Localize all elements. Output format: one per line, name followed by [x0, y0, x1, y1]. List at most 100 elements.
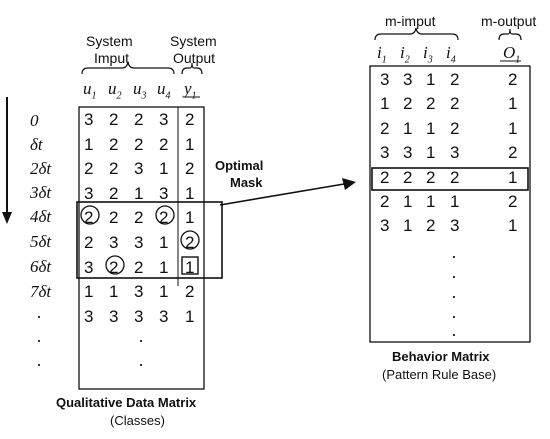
behavior-cell: 2 [450, 94, 460, 114]
matrix-cell: 3 [84, 110, 94, 129]
time-label: 4δt [30, 207, 52, 226]
behavior-cell: 1 [508, 216, 518, 236]
matrix-cell: 2 [109, 134, 119, 154]
col-label-o1: O1 [503, 43, 521, 66]
behavior-matrix-subtitle: (Pattern Rule Base) [382, 367, 497, 382]
time-label: 0 [30, 111, 39, 130]
continuation-dot [453, 334, 455, 336]
continuation-dot [140, 340, 142, 342]
continuation-dot [453, 316, 455, 318]
col-label-u4: u4 [157, 79, 171, 102]
mask-circle-y1-5dt [180, 230, 200, 250]
time-label: 5δt [30, 232, 52, 251]
m-input-header: m-imput [385, 13, 436, 29]
col-label-i3: i3 [423, 43, 433, 66]
behavior-cell: 3 [380, 70, 390, 89]
time-label: 3δt [30, 183, 52, 202]
behavior-cell: 1 [380, 94, 390, 114]
matrix-cell: 3 [159, 110, 169, 129]
behavior-cell: 3 [403, 143, 413, 163]
behavior-cell: 3 [380, 143, 390, 163]
continuation-dot [140, 364, 142, 366]
behavior-cell: 3 [450, 143, 460, 163]
time-label: 6δt [30, 257, 52, 276]
behavior-matrix-title: Behavior Matrix [392, 349, 490, 364]
behavior-cell: 1 [426, 192, 436, 211]
matrix-cell: 1 [185, 208, 195, 228]
matrix-cell: 2 [185, 282, 195, 302]
behavior-cell: 3 [380, 216, 390, 236]
mapping-arrow-line [219, 183, 345, 206]
behavior-cell: 2 [450, 70, 460, 89]
optimal-mask-label-line2: Mask [230, 175, 263, 190]
behavior-cell: 1 [426, 70, 436, 89]
matrix-cell: 3 [134, 159, 144, 179]
matrix-cell: 1 [159, 257, 169, 277]
matrix-cell: 1 [134, 183, 144, 203]
m-output-brace [498, 28, 522, 41]
behavior-cell: 2 [426, 216, 436, 236]
matrix-cell: 2 [185, 233, 195, 252]
behavior-cell: 2 [426, 94, 436, 114]
matrix-cell: 2 [84, 159, 94, 179]
continuation-dot [38, 340, 40, 342]
mask-circle-u1-4dt [80, 205, 100, 225]
time-label: 2δt [30, 159, 52, 178]
mask-circle-u2-6dt [105, 255, 125, 275]
matched-pattern-row [371, 167, 529, 191]
matrix-cell: 2 [134, 134, 144, 154]
matrix-cell: 1 [159, 233, 169, 252]
behavior-cell: 1 [450, 192, 460, 211]
matrix-cell: 1 [84, 134, 94, 154]
behavior-cell: 1 [403, 216, 413, 236]
system-input-header-line1: System [86, 33, 133, 49]
behavior-matrix-frame [369, 65, 531, 343]
behavior-cell: 2 [403, 94, 413, 114]
continuation-dot [38, 316, 40, 318]
behavior-cell: 2 [508, 192, 518, 211]
continuation-dot [453, 296, 455, 298]
behavior-cell: 3 [450, 216, 460, 236]
matrix-cell: 1 [185, 257, 195, 277]
qualitative-matrix-subtitle: (Classes) [110, 413, 165, 428]
behavior-cell: 1 [508, 167, 518, 187]
matrix-cell: 3 [159, 183, 169, 203]
behavior-cell: 1 [508, 94, 518, 114]
matrix-cell: 3 [134, 306, 144, 326]
matrix-cell: 3 [109, 306, 119, 326]
time-label: 7δt [30, 282, 52, 301]
system-output-header-line2: Output [173, 50, 216, 66]
matrix-cell: 3 [134, 233, 144, 252]
behavior-cell: 1 [508, 118, 518, 138]
matrix-cell: 3 [84, 306, 94, 326]
matrix-cell: 1 [159, 282, 169, 302]
matrix-cell: 2 [159, 134, 169, 154]
m-output-header: m-output [481, 13, 537, 29]
behavior-cell: 1 [426, 143, 436, 163]
col-label-i2: i2 [400, 43, 410, 66]
system-input-brace [81, 61, 175, 75]
mapping-arrow-head [342, 178, 356, 190]
col-label-i1: i1 [377, 43, 387, 66]
matrix-cell: 1 [109, 282, 119, 302]
col-label-u1: u1 [83, 79, 97, 102]
matrix-cell: 2 [134, 208, 144, 228]
system-input-header-line2: Imput [94, 50, 130, 66]
behavior-cell: 2 [508, 70, 518, 89]
matrix-cell: 3 [134, 282, 144, 302]
behavior-cell: 1 [403, 118, 413, 138]
matrix-cell: 2 [134, 257, 144, 277]
matrix-cell: 2 [109, 159, 119, 179]
matrix-cell: 3 [159, 306, 169, 326]
continuation-dot [38, 364, 40, 366]
matrix-cell: 1 [185, 306, 195, 326]
mask-circle-u4-4dt [155, 205, 175, 225]
qualitative-matrix-frame [78, 106, 205, 390]
matrix-cell: 2 [185, 159, 195, 179]
col-label-y1: y1 [184, 79, 197, 102]
matrix-cell: 2 [185, 110, 195, 129]
matrix-cell: 2 [159, 208, 169, 228]
matrix-cell: 2 [134, 110, 144, 129]
